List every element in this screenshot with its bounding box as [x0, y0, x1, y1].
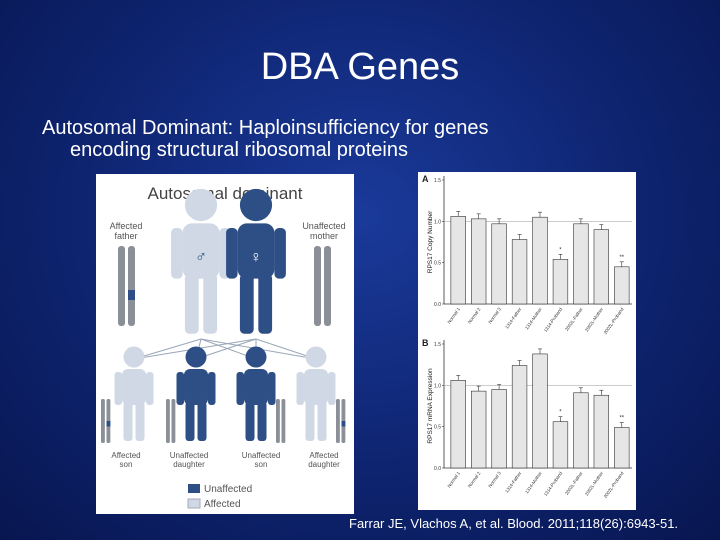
x-tick-label: 1314-Mother	[524, 470, 543, 494]
bar	[471, 218, 487, 305]
mother-label-2: mother	[310, 231, 338, 241]
bar	[511, 239, 528, 305]
bar	[491, 389, 507, 469]
child-affected-son	[114, 346, 154, 441]
x-tick-label: 2002L-Mother	[584, 470, 604, 496]
subtitle-line-1: Autosomal Dominant: Haploinsufficiency f…	[42, 117, 489, 139]
y-tick-label: 0.0	[434, 302, 441, 308]
legend-affected-label: Affected	[204, 499, 241, 510]
x-tick-label: Normal 1	[446, 470, 461, 488]
bar	[552, 421, 569, 469]
child-4-label-2: daughter	[308, 460, 340, 469]
bar	[450, 216, 466, 305]
x-tick-label: Normal 3	[487, 470, 502, 488]
y-tick-label: 0.5	[434, 261, 441, 267]
x-tick-label: 2002L-Mother	[584, 306, 604, 332]
y-tick-label: 0.0	[434, 466, 441, 472]
legend-affected-swatch	[187, 498, 201, 509]
x-tick-label: Normal 2	[467, 306, 482, 324]
bar	[593, 229, 609, 305]
bar	[511, 365, 528, 469]
significance-marker: *	[559, 247, 562, 253]
chart-panel-label: B	[422, 338, 429, 348]
mother-label-1: Unaffected	[302, 221, 345, 231]
y-tick-label: 1.0	[434, 219, 441, 225]
x-tick-label: 1314-Proband	[543, 306, 564, 333]
child-1-label-2: son	[120, 460, 133, 469]
chart-ylabel: RPS17 mRNA Expression	[427, 368, 434, 444]
bar	[471, 390, 487, 469]
x-tick-label: 2002L-Father	[564, 306, 584, 331]
bar	[573, 392, 589, 469]
y-tick-label: 0.5	[434, 425, 441, 431]
child-4-label-1: Affected	[309, 451, 338, 460]
chart-panel-label: A	[422, 174, 429, 184]
y-tick-label: 1.5	[434, 342, 441, 348]
father-chromosomes	[118, 246, 135, 326]
x-tick-label: 1314-Father	[504, 470, 522, 493]
bar	[552, 259, 569, 305]
significance-marker: *	[559, 410, 562, 416]
bar	[450, 380, 466, 469]
x-tick-label: Normal 2	[467, 470, 482, 488]
male-symbol-icon: ♂	[195, 249, 207, 266]
autosomal-dominant-figure: Autosomal dominant Affected father Unaff…	[96, 174, 354, 514]
inheritance-arrows	[133, 338, 317, 360]
chart-ylabel: RPS17 Copy Number	[427, 210, 434, 273]
mother-chromosomes	[314, 246, 331, 326]
bar	[614, 266, 630, 305]
slide-title: DBA Genes	[260, 46, 460, 88]
child-2-label-1: Unaffected	[170, 451, 209, 460]
citation: Farrar JE, Vlachos A, et al. Blood. 2011…	[349, 516, 679, 531]
legend-unaffected-swatch	[188, 484, 200, 493]
x-tick-label: 2002L-Proband	[603, 470, 625, 499]
child-unaffected-son	[236, 346, 276, 441]
child-1-label-1: Affected	[111, 451, 140, 460]
legend-unaffected-label: Unaffected	[204, 484, 252, 495]
child-2-label-2: daughter	[173, 460, 205, 469]
x-tick-label: 1314-Proband	[543, 470, 564, 497]
father-label-1: Affected	[110, 221, 143, 231]
bar	[614, 427, 630, 469]
significance-marker: **	[619, 255, 624, 261]
child-unaffected-daughter	[176, 346, 216, 441]
bar	[532, 353, 548, 469]
bar	[593, 394, 609, 469]
y-tick-label: 1.0	[434, 383, 441, 389]
bar	[491, 223, 507, 305]
x-tick-label: Normal 3	[487, 306, 502, 324]
x-tick-label: 2002L-Father	[564, 470, 584, 495]
significance-marker: **	[619, 415, 624, 421]
x-tick-label: Normal 1	[446, 306, 461, 324]
x-tick-label: 1314-Father	[504, 306, 522, 329]
female-symbol-icon: ♀	[250, 249, 262, 266]
x-tick-label: 1314-Mother	[524, 306, 543, 330]
bar	[532, 216, 548, 305]
children-chromosomes	[101, 399, 346, 443]
child-3-label-2: son	[255, 460, 268, 469]
x-tick-label: 2002L-Proband	[603, 306, 625, 335]
slide-subtitle: Autosomal Dominant: Haploinsufficiency f…	[42, 117, 682, 161]
father-label-2: father	[114, 231, 137, 241]
bar	[573, 223, 589, 305]
child-3-label-1: Unaffected	[242, 451, 281, 460]
y-tick-label: 1.5	[434, 178, 441, 184]
pedigree-heading: Autosomal dominant	[148, 184, 303, 203]
child-affected-daughter	[296, 346, 336, 441]
subtitle-line-2: encoding structural ribosomal proteins	[70, 139, 408, 161]
pedigree-diagram: Autosomal dominant Affected father Unaff…	[101, 184, 346, 510]
